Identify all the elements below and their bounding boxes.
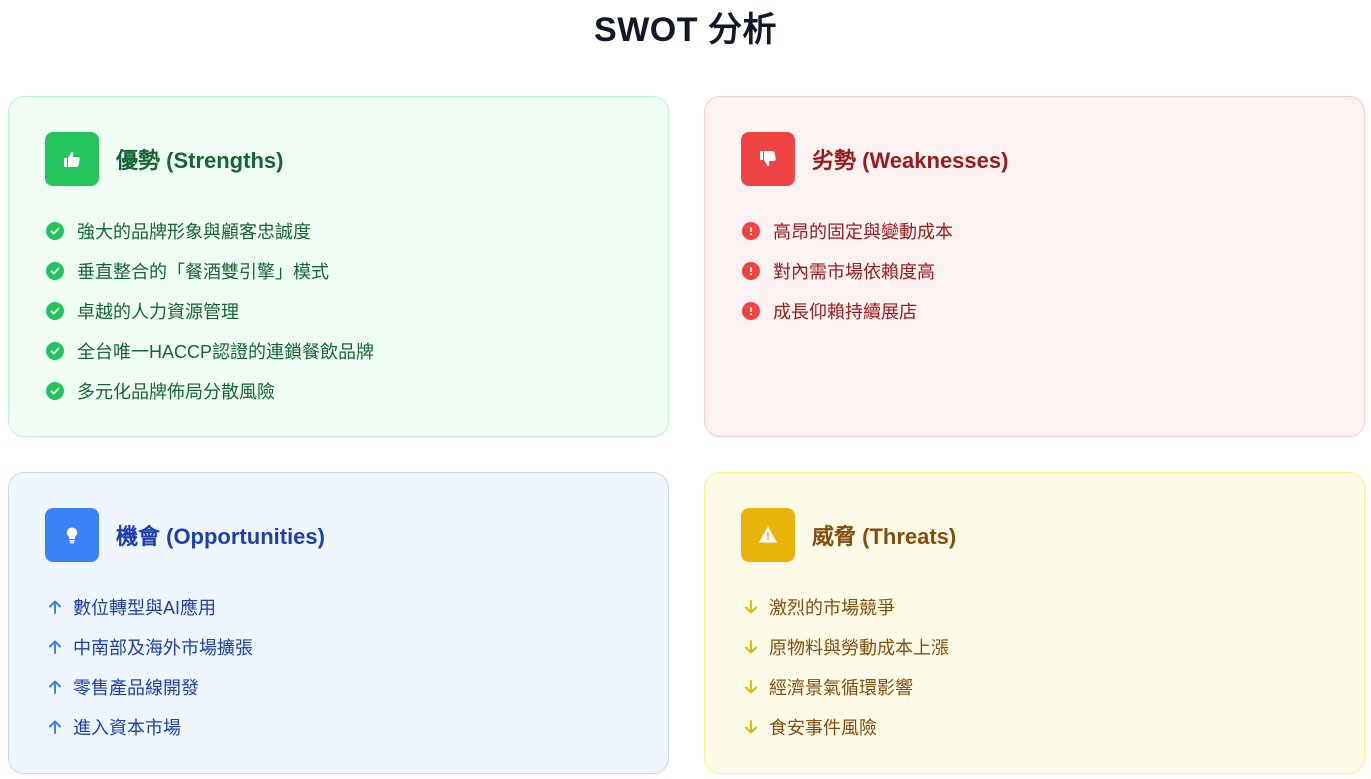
arrow-up-icon [45, 717, 65, 737]
check-circle-icon [46, 382, 64, 400]
weaknesses-card: 劣勢 (Weaknesses) 高昂的固定與變動成本 對內需市場依賴度高 成長仰… [704, 96, 1365, 437]
strength-item: 垂直整合的「餐酒雙引擎」模式 [45, 251, 374, 291]
opportunity-item-text: 中南部及海外市場擴張 [73, 638, 253, 658]
threat-item: 原物料與勞動成本上漲 [741, 627, 949, 667]
weakness-item: 對內需市場依賴度高 [741, 251, 953, 291]
strengths-heading: 優勢 (Strengths) [116, 148, 284, 173]
thumbs-up-icon [45, 132, 99, 186]
weakness-item-text: 高昂的固定與變動成本 [773, 222, 953, 242]
opportunities-heading: 機會 (Opportunities) [116, 524, 325, 549]
threats-list: 激烈的市場競爭 原物料與勞動成本上漲 經濟景氣循環影響 食安事件風險 [741, 587, 949, 747]
strength-item-text: 強大的品牌形象與顧客忠誠度 [77, 222, 311, 242]
page-title: SWOT 分析 [594, 11, 777, 49]
threats-heading: 威脅 (Threats) [812, 524, 957, 549]
threat-item: 激烈的市場競爭 [741, 587, 949, 627]
opportunity-item: 進入資本市場 [45, 707, 253, 747]
check-circle-icon [46, 262, 64, 280]
weakness-item-text: 成長仰賴持續展店 [773, 302, 917, 322]
arrow-up-icon [45, 637, 65, 657]
strengths-header: 優勢 (Strengths) [45, 132, 283, 186]
opportunity-item-text: 數位轉型與AI應用 [73, 598, 217, 618]
threat-item-text: 食安事件風險 [769, 718, 877, 738]
thumbs-down-icon [741, 132, 795, 186]
strength-item: 全台唯一HACCP認證的連鎖餐飲品牌 [45, 331, 374, 371]
threat-item-text: 原物料與勞動成本上漲 [769, 638, 949, 658]
arrow-down-icon [741, 677, 761, 697]
weaknesses-heading: 劣勢 (Weaknesses) [812, 148, 1009, 173]
strength-item: 卓越的人力資源管理 [45, 291, 374, 331]
strength-item: 多元化品牌佈局分散風險 [45, 371, 374, 411]
threats-header: 威脅 (Threats) [741, 508, 956, 562]
check-circle-icon [46, 302, 64, 320]
strengths-card: 優勢 (Strengths) 強大的品牌形象與顧客忠誠度 垂直整合的「餐酒雙引擎… [8, 96, 669, 437]
opportunity-item: 數位轉型與AI應用 [45, 587, 253, 627]
strength-item: 強大的品牌形象與顧客忠誠度 [45, 211, 374, 251]
weaknesses-list: 高昂的固定與變動成本 對內需市場依賴度高 成長仰賴持續展店 [741, 211, 953, 331]
lightbulb-icon [45, 508, 99, 562]
opportunities-card: 機會 (Opportunities) 數位轉型與AI應用 中南部及海外市場擴張 … [8, 472, 669, 774]
opportunity-item-text: 零售產品線開發 [73, 678, 199, 698]
warning-triangle-icon [741, 508, 795, 562]
arrow-down-icon [741, 597, 761, 617]
weakness-item: 成長仰賴持續展店 [741, 291, 953, 331]
weaknesses-header: 劣勢 (Weaknesses) [741, 132, 1008, 186]
arrow-down-icon [741, 637, 761, 657]
opportunities-header: 機會 (Opportunities) [45, 508, 325, 562]
threat-item: 食安事件風險 [741, 707, 949, 747]
opportunity-item-text: 進入資本市場 [73, 718, 181, 738]
arrow-up-icon [45, 597, 65, 617]
opportunity-item: 中南部及海外市場擴張 [45, 627, 253, 667]
opportunity-item: 零售產品線開發 [45, 667, 253, 707]
strength-item-text: 全台唯一HACCP認證的連鎖餐飲品牌 [77, 342, 375, 362]
strengths-list: 強大的品牌形象與顧客忠誠度 垂直整合的「餐酒雙引擎」模式 卓越的人力資源管理 全… [45, 211, 374, 411]
strength-item-text: 垂直整合的「餐酒雙引擎」模式 [77, 262, 329, 282]
threat-item-text: 經濟景氣循環影響 [769, 678, 913, 698]
threat-item: 經濟景氣循環影響 [741, 667, 949, 707]
threats-card: 威脅 (Threats) 激烈的市場競爭 原物料與勞動成本上漲 經濟景氣循環影響… [704, 472, 1365, 774]
strength-item-text: 多元化品牌佈局分散風險 [77, 382, 275, 402]
check-circle-icon [46, 342, 64, 360]
opportunities-list: 數位轉型與AI應用 中南部及海外市場擴張 零售產品線開發 進入資本市場 [45, 587, 253, 747]
threat-item-text: 激烈的市場競爭 [769, 598, 895, 618]
exclamation-circle-icon [742, 262, 760, 280]
arrow-up-icon [45, 677, 65, 697]
exclamation-circle-icon [742, 222, 760, 240]
check-circle-icon [46, 222, 64, 240]
weakness-item-text: 對內需市場依賴度高 [773, 262, 935, 282]
arrow-down-icon [741, 717, 761, 737]
weakness-item: 高昂的固定與變動成本 [741, 211, 953, 251]
strength-item-text: 卓越的人力資源管理 [77, 302, 239, 322]
exclamation-circle-icon [742, 302, 760, 320]
